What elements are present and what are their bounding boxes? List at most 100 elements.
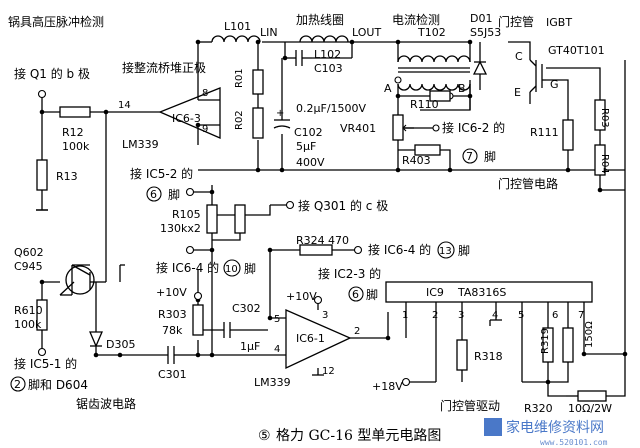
caption-number: ⑤ xyxy=(258,428,271,444)
resistor-r610 xyxy=(36,299,48,331)
label-pin5: 5 xyxy=(274,314,280,325)
label-10v-b: +10V xyxy=(286,290,317,303)
igbt-gt40t101 xyxy=(529,59,546,93)
label-num-6a: 6 xyxy=(150,188,157,201)
circle-6a xyxy=(146,186,162,202)
label-ic9-pin2: 2 xyxy=(432,310,438,321)
terminal-ic6-2-7 xyxy=(432,124,440,132)
label-ic9-pin7: 7 xyxy=(578,310,584,321)
label-c102-value2: 400V xyxy=(296,156,325,169)
terminal-ic6-4-10 xyxy=(185,245,195,255)
label-d305: D305 xyxy=(106,338,135,351)
label-c103: C103 xyxy=(314,62,343,75)
resistor-r04 xyxy=(594,144,606,176)
resistor-r13 xyxy=(36,159,48,191)
label-lout: LOUT xyxy=(352,26,381,39)
resistor-r12 xyxy=(59,106,91,118)
label-r12: R12 xyxy=(62,126,84,139)
resistor-r110 xyxy=(429,90,451,102)
diode-d01 xyxy=(472,42,488,90)
caption-text: 格力 GC-16 型单元电路图 xyxy=(276,428,441,444)
label-num-7: 7 xyxy=(466,150,473,163)
resistor-r403 xyxy=(414,144,441,156)
circle-2 xyxy=(10,376,26,392)
label-r03: R03 xyxy=(599,108,610,128)
capacitor-c302 xyxy=(223,322,231,338)
resistor-r03 xyxy=(594,99,606,131)
comparator-ic6-3 xyxy=(158,87,221,139)
label-r303: R303 xyxy=(158,308,187,321)
label-10v-a: +10V xyxy=(156,286,187,299)
label-g-pin: G xyxy=(550,78,559,91)
label-r02: R02 xyxy=(234,110,245,130)
label-e-pin: E xyxy=(514,86,521,99)
wires xyxy=(36,41,626,397)
label-r105: R105 xyxy=(172,208,201,221)
terminal-q301 xyxy=(285,200,295,210)
label-c301: C301 xyxy=(158,368,187,381)
resistor-r318 xyxy=(456,339,468,371)
label-current-detect: 电流检测 xyxy=(392,12,440,27)
label-ic9-pin6: 6 xyxy=(552,310,558,321)
resistor-r105b xyxy=(234,204,246,234)
label-pin8: 8 xyxy=(202,88,208,99)
resistor-r324 xyxy=(299,244,333,256)
label-r01: R01 xyxy=(234,68,245,88)
resistor-r01 xyxy=(252,69,264,95)
label-ta8316s: TA8316S xyxy=(457,286,506,299)
label-r04: R04 xyxy=(599,154,610,174)
resistor-150 xyxy=(562,327,574,363)
label-r303-value: 78k xyxy=(162,324,183,337)
label-pin4: 4 xyxy=(274,344,280,355)
capacitor-c301 xyxy=(167,346,182,364)
ground-symbols xyxy=(36,209,502,376)
resistor-r105a xyxy=(206,204,218,234)
watermark-text: 家电维修资料网 xyxy=(506,419,604,436)
label-to-ic6-4-13: 接 IC6-4 的 xyxy=(368,242,431,257)
transistor-q602 xyxy=(59,264,95,296)
label-r324: R324 xyxy=(296,234,325,247)
label-pin14: 14 xyxy=(118,100,131,111)
label-ic9-pin5: 5 xyxy=(518,310,524,321)
label-r105-value: 130kx2 xyxy=(160,222,201,235)
comparator-ic6-1 xyxy=(285,309,352,370)
label-to-ic6-4-10: 接 IC6-4 的 xyxy=(156,260,219,275)
svg-text:+: + xyxy=(276,108,284,119)
resistor-vr401 xyxy=(392,114,404,141)
label-r318: R318 xyxy=(474,350,503,363)
label-l101: L101 xyxy=(224,20,251,33)
label-t102: T102 xyxy=(417,26,446,39)
label-gate-drive: 门控管驱动 xyxy=(440,398,500,413)
label-c102: C102 xyxy=(294,126,323,139)
label-r12-value: 100k xyxy=(62,140,90,153)
label-r324-value: 470 xyxy=(328,234,349,247)
resistor-r320 xyxy=(577,390,607,402)
label-c103-value: 0.2μF/1500V xyxy=(296,102,367,115)
label-gate-tube: 门控管 xyxy=(498,14,534,29)
label-c102-value1: 5μF xyxy=(296,140,316,153)
vr401-arrow xyxy=(402,124,407,132)
label-r320: R320 xyxy=(524,402,553,415)
label-c-pin: C xyxy=(515,50,523,63)
terminal-a xyxy=(394,76,402,84)
label-r610-value: 100k xyxy=(14,318,42,331)
label-rect-bridge: 接整流桥堆正极 xyxy=(122,60,206,75)
label-r403: R403 xyxy=(402,154,431,167)
circle-10 xyxy=(223,259,241,277)
terminal-ic6-4-13 xyxy=(353,245,363,255)
capacitor-c102: + xyxy=(273,108,291,129)
label-to-ic5-1: 接 IC5-1 的 xyxy=(14,356,77,371)
diode-d305 xyxy=(89,331,103,348)
label-to-ic6-2: 接 IC6-2 的 xyxy=(442,120,505,135)
inductor-l101 xyxy=(211,35,261,43)
label-gt40t101: GT40T101 xyxy=(548,44,605,57)
label-r320-value: 10Ω/2W xyxy=(568,402,612,415)
label-q602: Q602 xyxy=(14,246,44,259)
watermark-url: www.520101.com xyxy=(540,438,608,447)
resistor-r02 xyxy=(252,107,264,139)
label-ic9: IC9 xyxy=(426,286,444,299)
label-gate-circuit: 门控管电路 xyxy=(498,176,558,191)
watermark: 家电维修资料网 www.520101.com xyxy=(484,418,608,447)
label-igbt: IGBT xyxy=(546,16,572,29)
watermark-logo xyxy=(484,418,502,436)
